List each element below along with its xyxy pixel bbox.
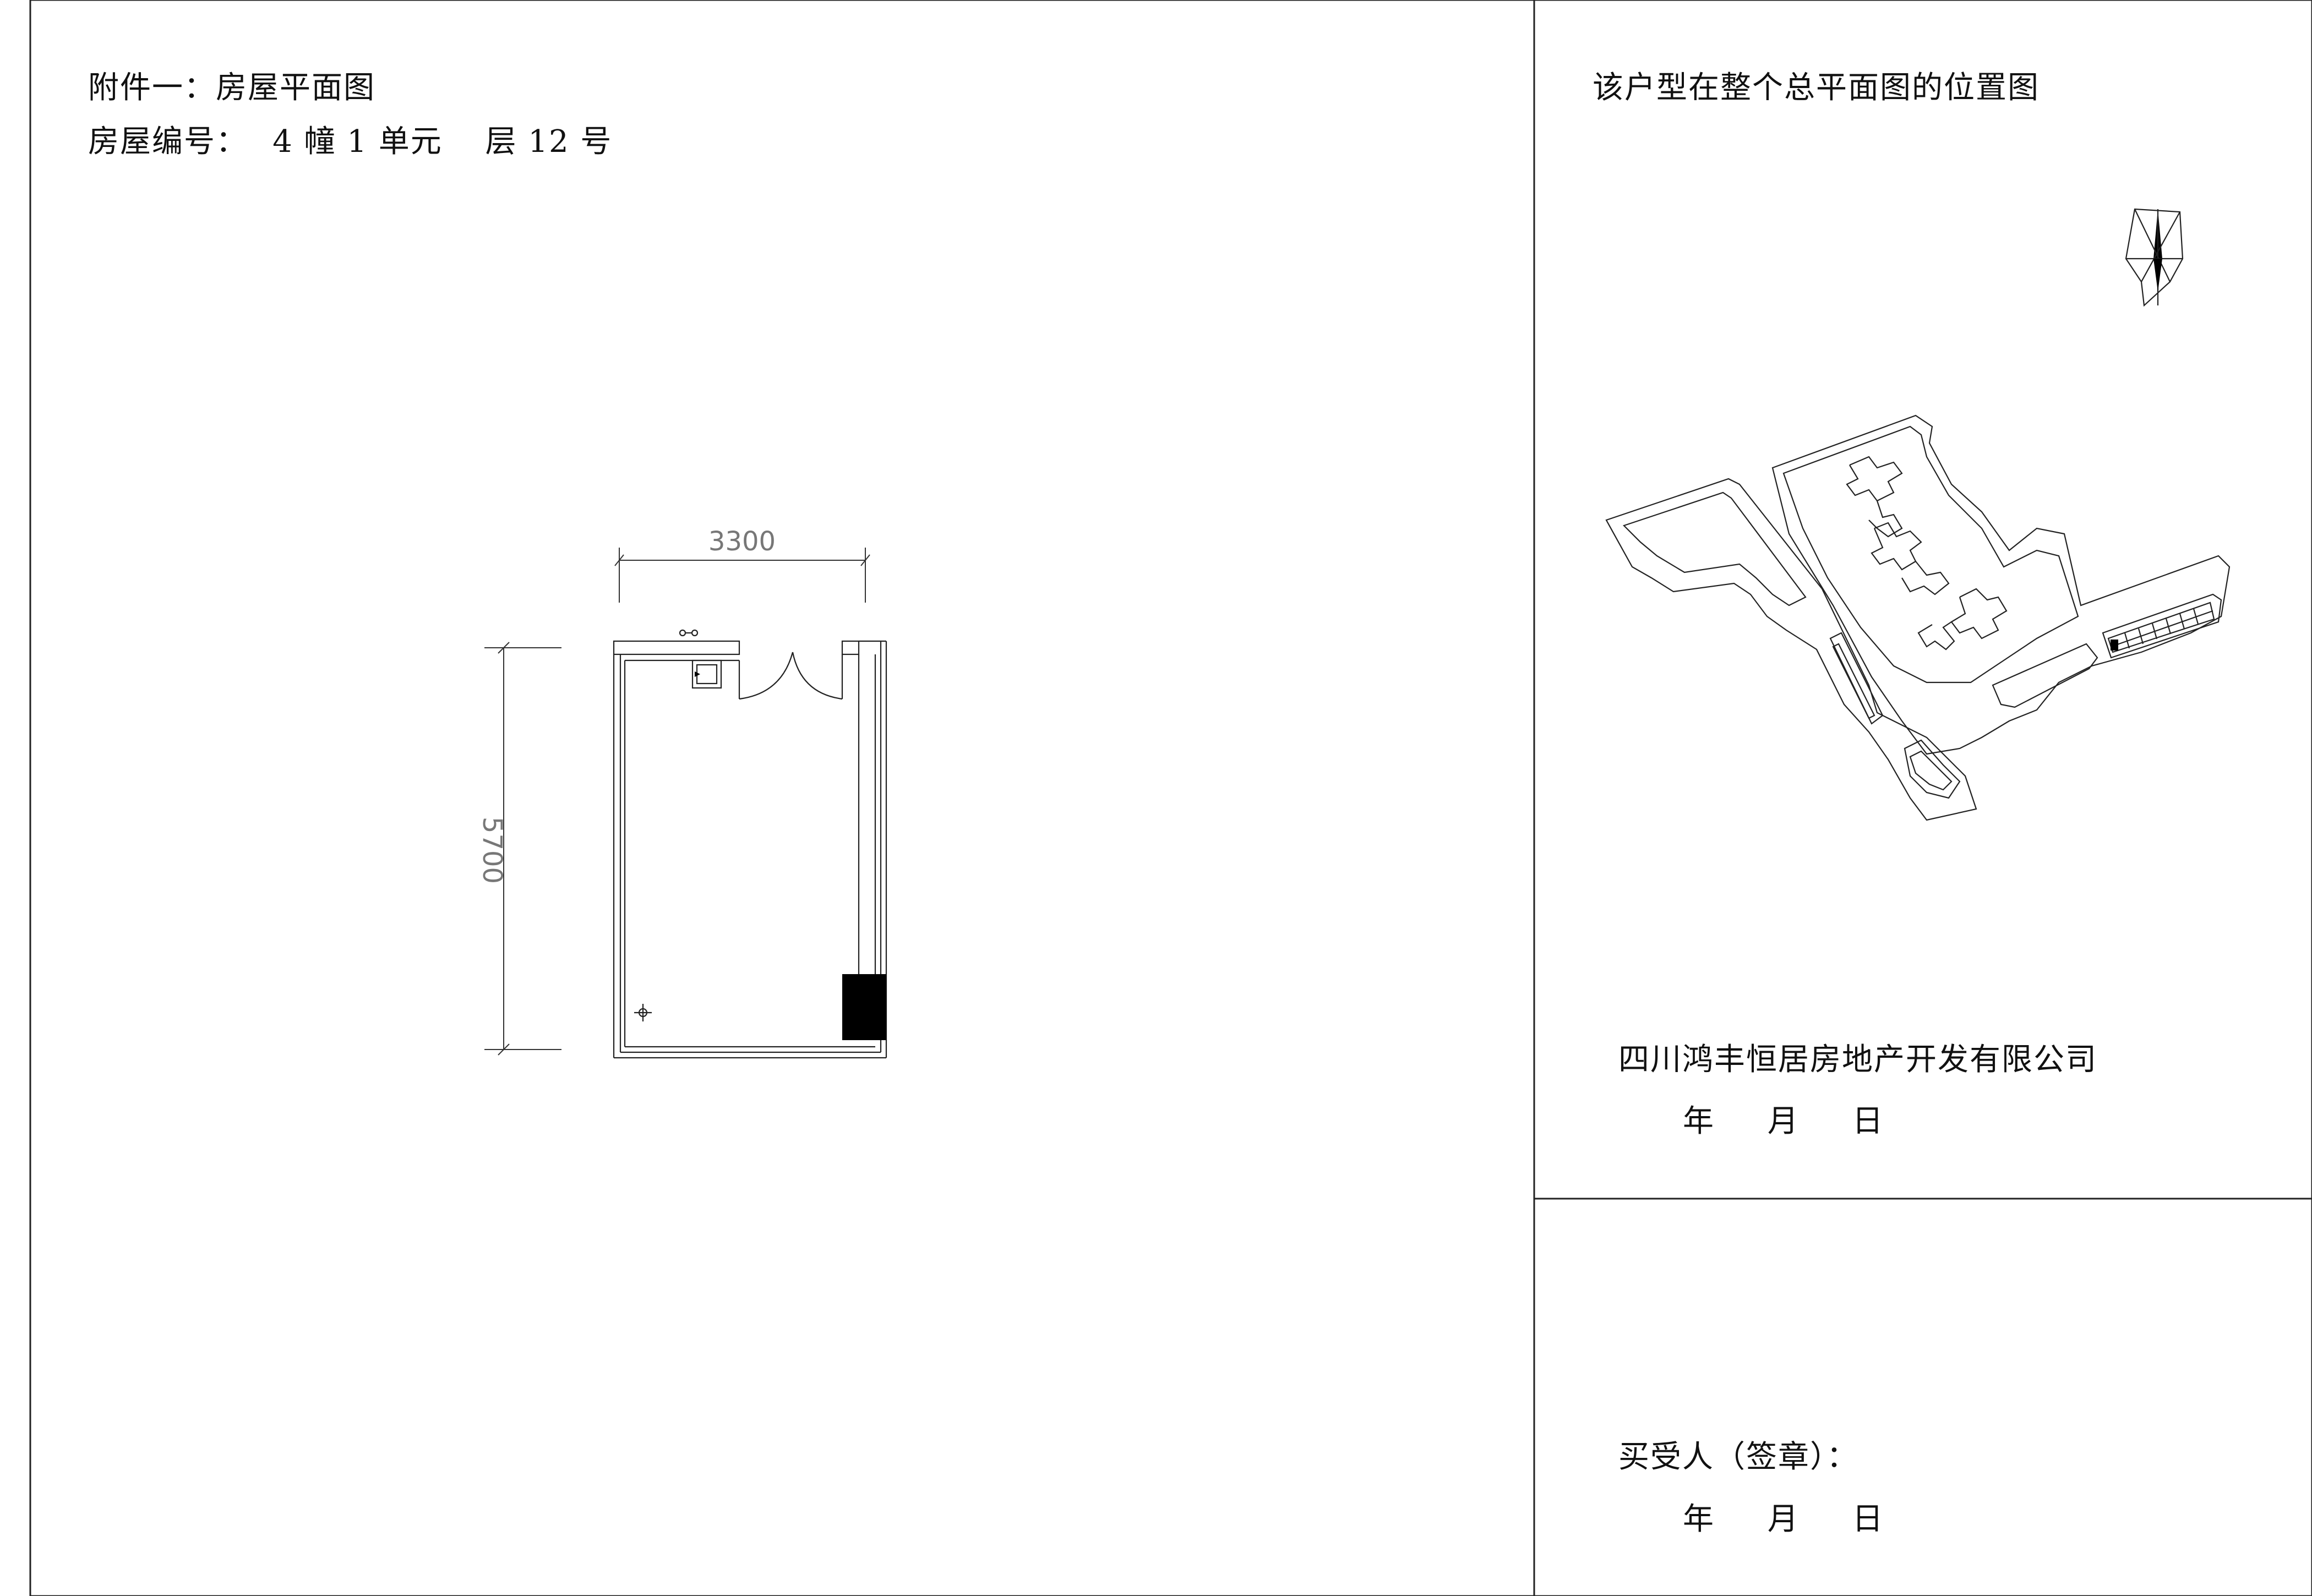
- site-parcel-central: [1771, 414, 2231, 755]
- floor-plan: 3300 5700: [477, 526, 887, 1059]
- sheet-border: [29, 0, 2312, 1596]
- attachment-title: 附件一：房屋平面图: [88, 70, 375, 106]
- unit-location-marker: [2111, 640, 2118, 651]
- width-dimension: 3300: [614, 526, 870, 603]
- structural-column: [842, 974, 886, 1040]
- buyer-signature-label: 买受人（签章）：: [1618, 1439, 1858, 1475]
- depth-dimension-label: 5700: [477, 817, 508, 884]
- house-number-value: 4 幢 1 单元 层 12 号: [272, 124, 613, 160]
- site-plan: [1605, 208, 2231, 821]
- floor-drain-icon: [691, 659, 722, 689]
- residential-block-3: [1917, 588, 2008, 651]
- site-parcel-east: [2102, 593, 2222, 659]
- north-arrow-icon: [2125, 208, 2184, 307]
- wall-light-icon: [679, 629, 699, 637]
- crosshair-marker-icon: [634, 1004, 652, 1021]
- depth-dimension: 5700: [477, 642, 561, 1056]
- site-parcel-west: [1605, 478, 1977, 821]
- buyer-sign-date: 年 月 日: [1683, 1501, 1888, 1537]
- residential-block-2: [1871, 522, 1950, 595]
- residential-block-1: [1846, 456, 1903, 538]
- developer-name: 四川鸿丰恒居房地产开发有限公司: [1618, 1042, 2097, 1078]
- location-title: 该户型在整个总平面图的位置图: [1593, 70, 2040, 106]
- room-walls: [613, 629, 887, 1059]
- house-number-label: 房屋编号：: [88, 124, 248, 160]
- developer-sign-date: 年 月 日: [1683, 1103, 1888, 1139]
- width-dimension-label: 3300: [708, 526, 776, 557]
- house-number-row: 房屋编号： 4 幢 1 单元 层 12 号: [88, 127, 612, 157]
